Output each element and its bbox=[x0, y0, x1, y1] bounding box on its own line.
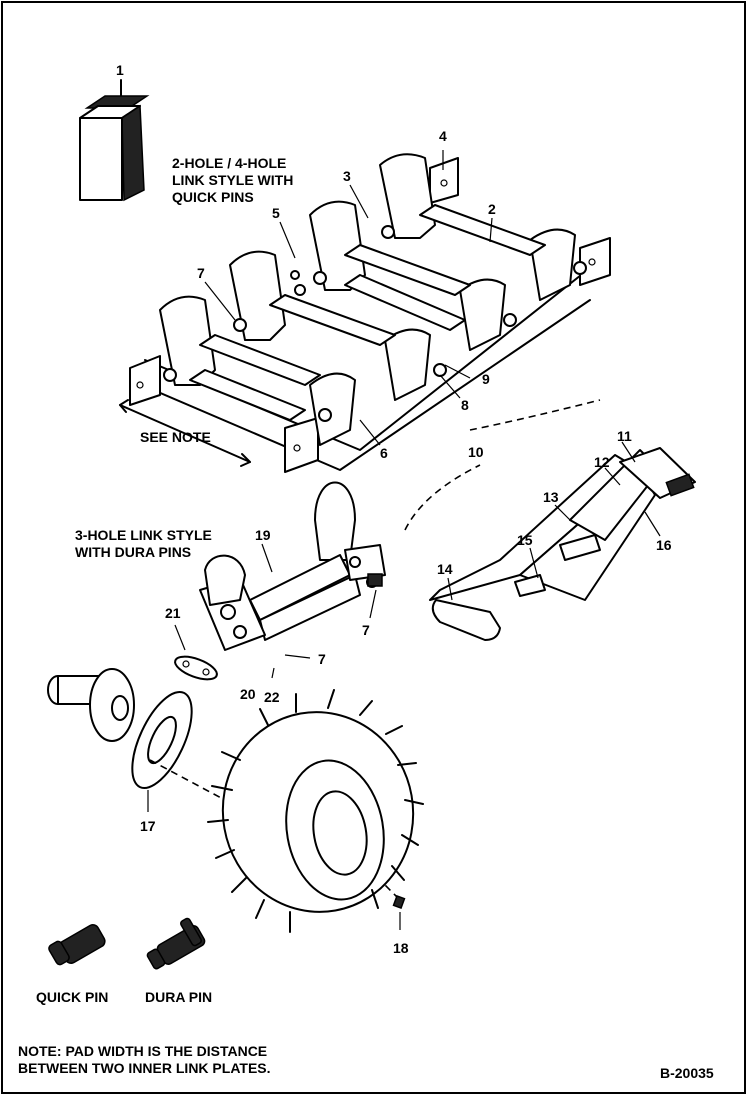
note-line1: NOTE: PAD WIDTH IS THE DISTANCE bbox=[18, 1043, 268, 1059]
link-style-2-4-label: 2-HOLE / 4-HOLE LINK STYLE WITH QUICK PI… bbox=[172, 155, 293, 206]
callout-18: 18 bbox=[393, 940, 409, 956]
callout-4: 4 bbox=[439, 128, 447, 144]
see-note-label: SEE NOTE bbox=[140, 429, 211, 445]
link-style-2-4-line2: LINK STYLE WITH bbox=[172, 172, 294, 188]
link-style-3-line1: 3-HOLE LINK STYLE bbox=[75, 527, 212, 543]
callout-7-lower-right: 7 bbox=[362, 622, 370, 638]
callout-22: 22 bbox=[264, 689, 280, 705]
quick-pin-drawing bbox=[48, 924, 106, 966]
callout-16: 16 bbox=[656, 537, 672, 553]
callout-10: 10 bbox=[468, 444, 484, 460]
upper-track-assembly bbox=[119, 153, 611, 473]
callout-leaders bbox=[204, 150, 493, 446]
callout-11: 11 bbox=[617, 428, 632, 444]
callout-7-lower-center: 7 bbox=[318, 651, 326, 667]
note-line2: BETWEEN TWO INNER LINK PLATES. bbox=[18, 1060, 271, 1076]
callout-12: 12 bbox=[594, 454, 610, 470]
track-block-part bbox=[79, 79, 150, 202]
callout-1: 1 bbox=[116, 62, 124, 78]
callout-15: 15 bbox=[517, 532, 533, 548]
callout-9: 9 bbox=[482, 371, 490, 387]
link-style-2-4-line1: 2-HOLE / 4-HOLE bbox=[172, 155, 287, 171]
lower-track-assembly bbox=[174, 481, 386, 681]
wheel-assembly bbox=[47, 668, 424, 933]
callout-21: 21 bbox=[165, 605, 181, 621]
note-text: NOTE: PAD WIDTH IS THE DISTANCE BETWEEN … bbox=[18, 1043, 271, 1077]
dura-pin-drawing bbox=[146, 917, 206, 970]
dura-pin-label: DURA PIN bbox=[145, 989, 213, 1005]
callout-17: 17 bbox=[140, 818, 156, 834]
link-style-3-line2: WITH DURA PINS bbox=[75, 544, 192, 560]
callout-5: 5 bbox=[272, 205, 280, 221]
link-style-2-4-line3: QUICK PINS bbox=[172, 189, 254, 205]
callout-6: 6 bbox=[380, 445, 388, 461]
callout-14: 14 bbox=[437, 561, 453, 577]
callout-19: 19 bbox=[255, 527, 271, 543]
figure-number: B-20035 bbox=[660, 1065, 714, 1081]
callout-13: 13 bbox=[543, 489, 559, 505]
link-style-3-label: 3-HOLE LINK STYLE WITH DURA PINS bbox=[75, 527, 212, 561]
callout-2: 2 bbox=[488, 201, 496, 217]
callout-3: 3 bbox=[343, 168, 351, 184]
track-pad-assembly bbox=[404, 399, 696, 641]
callout-7-upper: 7 bbox=[197, 265, 205, 281]
callout-8: 8 bbox=[461, 397, 469, 413]
callout-20: 20 bbox=[240, 686, 256, 702]
quick-pin-label: QUICK PIN bbox=[36, 989, 109, 1005]
